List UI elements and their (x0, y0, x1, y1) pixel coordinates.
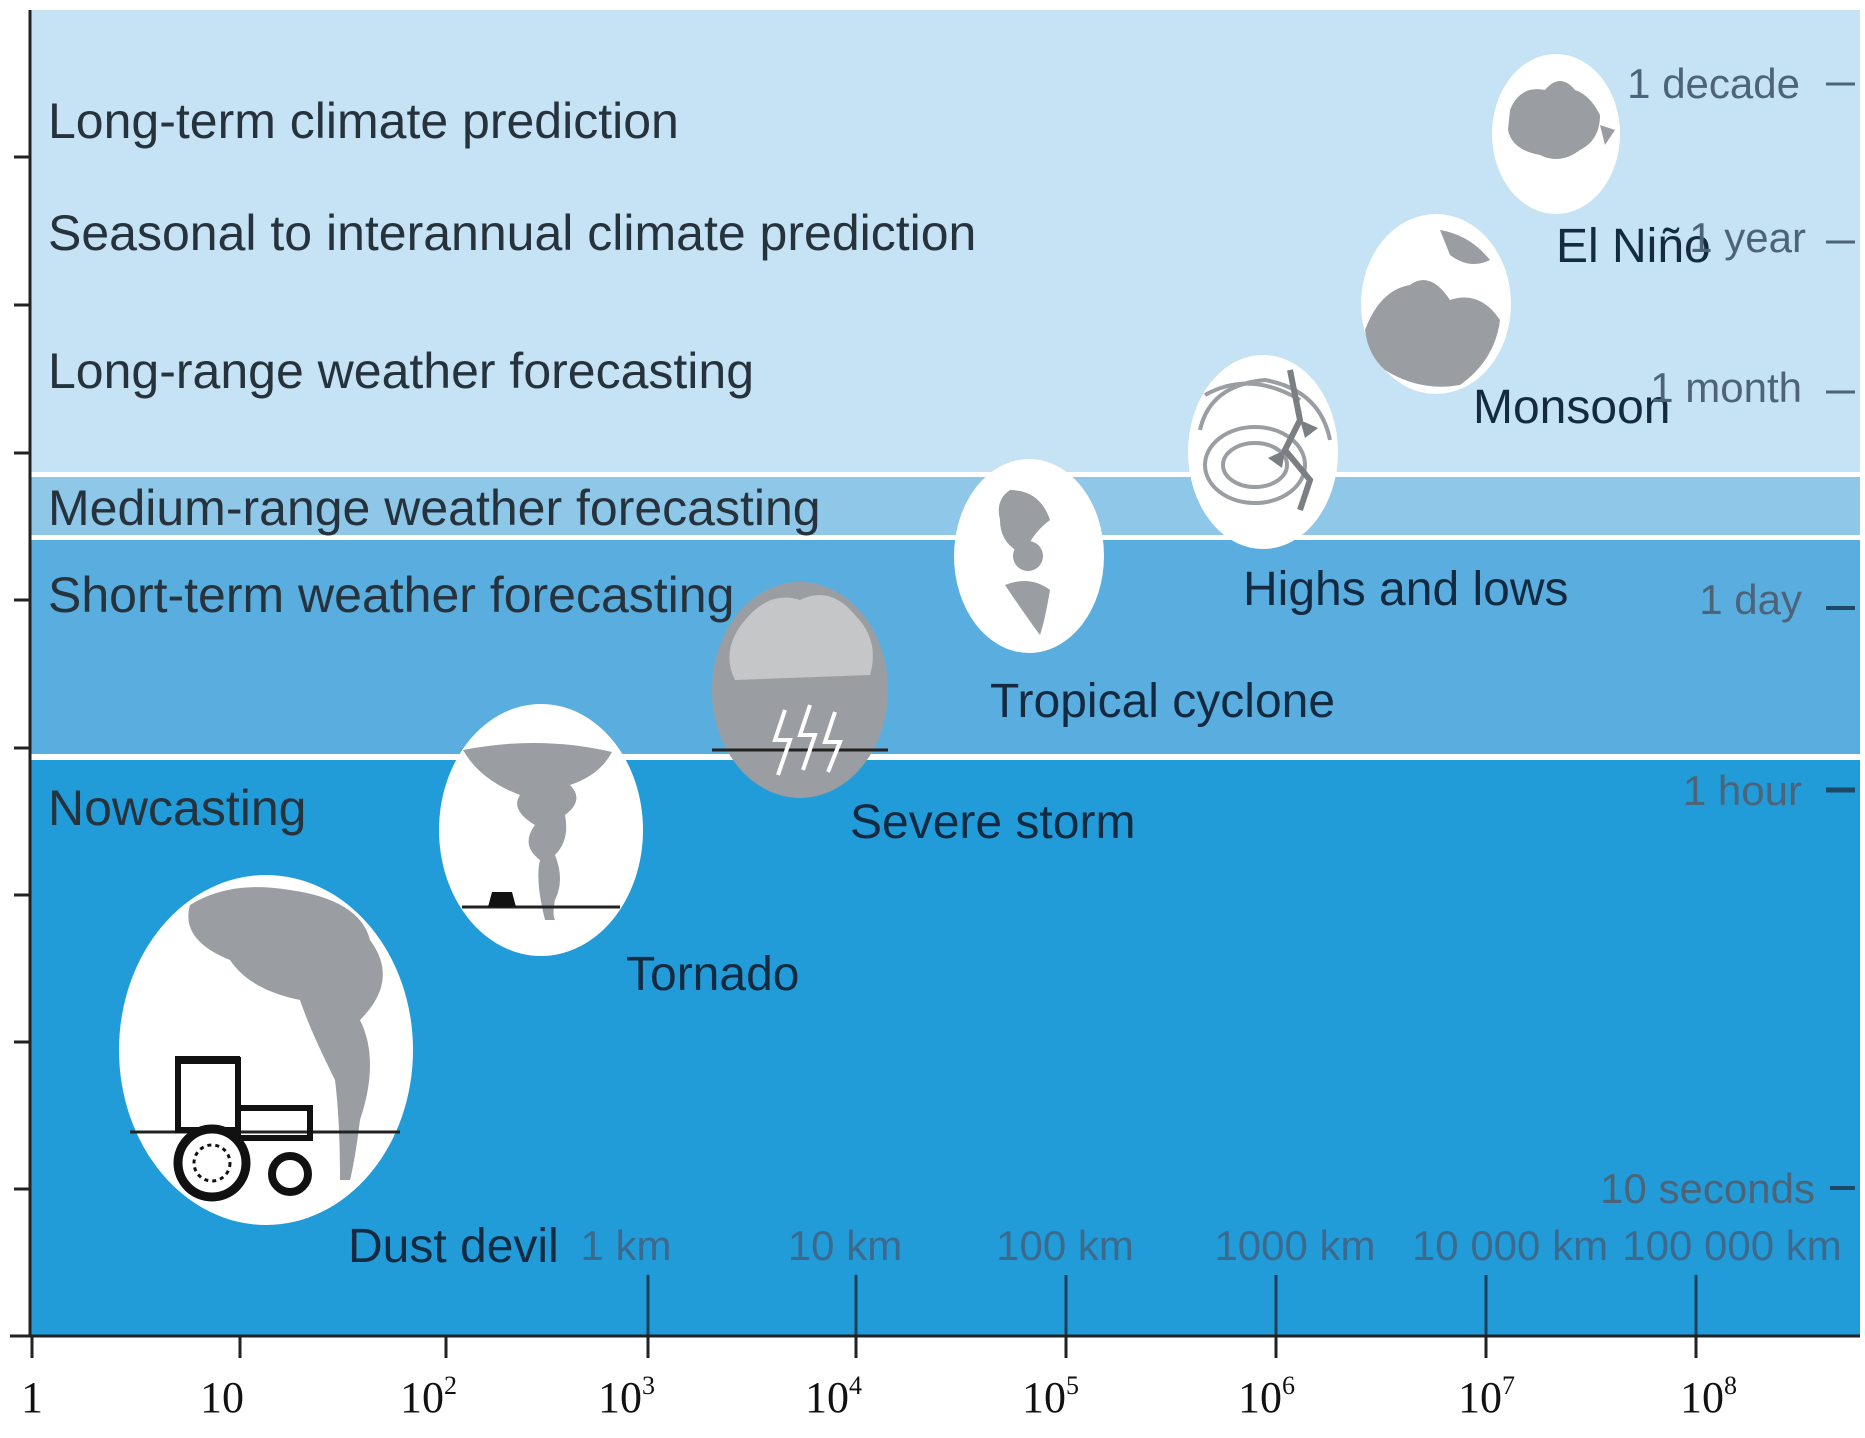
band-label-nowcasting: Nowcasting (48, 780, 306, 836)
space-label-100000-km: 100 000 km (1622, 1222, 1841, 1269)
label-el-nino: El Niño (1556, 220, 1711, 273)
label-severe-storm: Severe storm (850, 796, 1135, 849)
x-tick-label: 1 (21, 1373, 43, 1422)
space-label-10000-km: 10 000 km (1412, 1222, 1608, 1269)
band-labels: Long-term climate prediction Seasonal to… (48, 93, 976, 836)
label-tornado: Tornado (626, 948, 799, 1001)
band-short-term (30, 537, 1860, 757)
tropical-cyclone-illustration (954, 459, 1104, 653)
space-scale: 1 km 10 km 100 km 1000 km 10 000 km 100 … (580, 1222, 1842, 1336)
bottom-axis: 1 10 102 103 104 105 106 107 108 (10, 1334, 1860, 1422)
time-label-1-decade: 1 decade (1627, 60, 1800, 107)
time-label-1-month: 1 month (1650, 364, 1802, 411)
label-highs-and-lows: Highs and lows (1243, 563, 1569, 616)
time-label-1-year: 1 year (1689, 214, 1806, 261)
band-label-medium-range: Medium-range weather forecasting (48, 480, 821, 536)
x-tick-label: 105 (1022, 1371, 1079, 1422)
x-tick-label: 107 (1458, 1371, 1515, 1422)
tornado-illustration (439, 704, 643, 956)
time-label-1-hour: 1 hour (1683, 767, 1802, 814)
band-label-seasonal: Seasonal to interannual climate predicti… (48, 205, 976, 261)
x-tick-label: 108 (1680, 1371, 1737, 1422)
time-scale: 1 decade 1 year 1 month 1 day 1 hour 10 … (1600, 60, 1855, 1212)
el-nino-illustration (1492, 54, 1620, 214)
severe-storm-illustration (712, 582, 888, 798)
band-label-short-term: Short-term weather forecasting (48, 567, 734, 623)
band-label-long-term: Long-term climate prediction (48, 93, 679, 149)
band-medium-range (30, 472, 1860, 537)
x-tick-label: 106 (1238, 1371, 1295, 1422)
x-tick-label: 103 (598, 1371, 655, 1422)
left-axis (14, 10, 32, 1336)
band-separator (30, 754, 1860, 760)
highs-and-lows-illustration (1188, 355, 1338, 549)
x-tick-label: 102 (400, 1371, 457, 1422)
dust-devil-illustration (119, 875, 413, 1225)
space-label-10-km: 10 km (788, 1222, 902, 1269)
label-dust-devil: Dust devil (348, 1220, 559, 1273)
monsoon-illustration (1361, 214, 1511, 394)
space-label-1000-km: 1000 km (1214, 1222, 1375, 1269)
time-label-1-day: 1 day (1699, 576, 1802, 623)
time-label-10-seconds: 10 seconds (1600, 1165, 1815, 1212)
label-tropical-cyclone: Tropical cyclone (990, 675, 1335, 728)
space-label-1-km: 1 km (580, 1222, 671, 1269)
phenomenon-labels: Dust devil Tornado Severe storm Tropical… (348, 220, 1711, 1273)
band-separator (30, 535, 1860, 540)
x-tick-label: 10 (200, 1373, 244, 1422)
band-label-long-range: Long-range weather forecasting (48, 343, 754, 399)
x-tick-label: 104 (805, 1371, 862, 1422)
space-label-100-km: 100 km (996, 1222, 1134, 1269)
band-separator (30, 472, 1860, 477)
label-monsoon: Monsoon (1473, 381, 1670, 434)
